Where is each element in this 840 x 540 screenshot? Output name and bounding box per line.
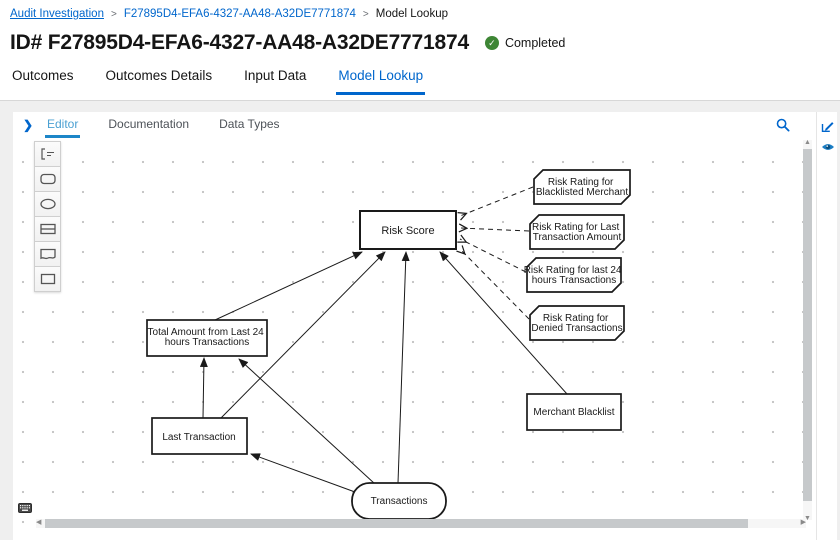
scroll-up-arrow-icon[interactable]: ▲ [804,139,811,146]
svg-text:Risk Rating for De: Risk Rating for Denied Transactions [531,313,622,334]
svg-text:Risk Rating for Last: Risk Rating for Last Transaction Amount [532,222,622,243]
diagram-nodes: Risk Score Risk Rating for Blacklisted M… [146,169,631,520]
svg-text:Risk Score: Risk Score [381,225,434,237]
edge-bkm-last-24h-to-risk-score[interactable] [460,239,527,273]
tab-model-lookup[interactable]: Model Lookup [336,64,426,95]
breadcrumb-link-audit-investigation[interactable]: Audit Investigation [10,8,104,20]
keyboard-shortcuts-icon[interactable] [18,500,32,518]
diagram-node-risk-score[interactable]: Risk Score [359,210,457,250]
vertical-scrollbar-thumb[interactable] [803,149,812,501]
horizontal-scrollbar[interactable]: ◀ ▶ [36,519,806,528]
diagram-node-transactions[interactable]: Transactions [351,482,447,520]
scroll-right-arrow-icon[interactable]: ▶ [800,519,806,526]
diagram-canvas[interactable]: Risk Score Risk Rating for Blacklisted M… [13,138,816,540]
tab-documentation[interactable]: Documentation [108,116,190,131]
shape-palette [34,141,61,292]
breadcrumb-separator: > [110,8,117,20]
search-icon[interactable] [776,118,790,137]
diagram-node-bkm-denied-transactions[interactable]: Risk Rating for Denied Transactions [529,305,625,341]
breadcrumb-link-execution-id[interactable]: F27895D4-EFA6-4327-AA48-A32DE7771874 [123,8,356,20]
header-divider [0,100,840,101]
edge-last-transaction-to-total-amount[interactable] [199,357,208,419]
decision-table-icon[interactable] [34,216,61,242]
tab-outcomes-details[interactable]: Outcomes Details [105,68,213,83]
diagram-node-bkm-last-transaction-amount[interactable]: Risk Rating for Last Transaction Amount [529,214,625,250]
horizontal-scrollbar-thumb[interactable] [45,519,748,528]
breadcrumb-separator: > [362,8,369,20]
svg-text:Last Transaction: Last Transaction [162,432,235,443]
model-editor-panel: ❯ Editor Documentation Data Types [13,112,837,540]
decision-icon[interactable] [34,266,61,292]
edit-icon[interactable] [821,120,834,138]
knowledge-source-icon[interactable] [34,241,61,267]
status-label: Completed [504,36,566,50]
diagram-node-bkm-last-24-hours[interactable]: Risk Rating for last 24 hours Transactio… [524,257,625,293]
scroll-left-arrow-icon[interactable]: ◀ [36,519,42,526]
tab-input-data[interactable]: Input Data [244,68,307,83]
scroll-down-arrow-icon[interactable]: ▼ [804,515,811,522]
diagram-node-bkm-blacklisted-merchant[interactable]: Risk Rating for Blacklisted Merchant [533,169,631,205]
edge-bkm-last-amount-to-risk-score[interactable] [460,228,530,231]
diagram-node-total-amount-last-24h[interactable]: Total Amount from Last 24 hours Transact… [146,319,268,357]
edge-total-amount-to-risk-score[interactable] [214,251,363,321]
vertical-scrollbar[interactable]: ▲ ▼ [803,139,812,522]
svg-text:Merchant Blacklist: Merchant Blacklist [533,407,614,418]
drd-diagram: Risk Score Risk Rating for Blacklisted M… [146,169,631,520]
tab-outcomes[interactable]: Outcomes [12,68,74,83]
page-tabs: Outcomes Outcomes Details Input Data Mod… [10,64,426,95]
edge-transactions-to-risk-score[interactable] [397,251,410,484]
status-badge: ✓ Completed [484,36,566,50]
decision-service-icon[interactable] [34,166,61,192]
edge-merchant-blacklist-to-risk-score[interactable] [439,251,568,395]
tab-data-types[interactable]: Data Types [219,116,280,131]
editor-right-rail [816,112,837,540]
editor-toolbar: ❯ Editor Documentation Data Types [13,112,816,138]
edge-bkm-blacklisted-to-risk-score[interactable] [460,186,534,216]
breadcrumb: Audit Investigation > F27895D4-EFA6-4327… [10,8,448,20]
edge-transactions-to-last-transaction[interactable] [250,453,356,493]
expand-chevron-icon[interactable]: ❯ [22,118,34,132]
svg-text:Risk Rating for Bl: Risk Rating for Blacklisted Merchant [536,177,628,198]
edge-transactions-to-total-amount[interactable] [238,358,376,485]
breadcrumb-current: Model Lookup [375,8,448,20]
svg-text:Risk Rating for last 24: Risk Rating for last 24 hours Transactio… [524,265,625,286]
diagram-edges [199,186,568,493]
page-title: ID# F27895D4-EFA6-4327-AA48-A32DE7771874 [10,31,469,54]
edge-last-transaction-to-risk-score[interactable] [220,251,386,419]
diagram-node-last-transaction[interactable]: Last Transaction [151,417,248,455]
svg-text:Total Amount from Last 24: Total Amount from Last 24 hours Transact… [148,327,267,348]
check-circle-icon: ✓ [484,36,499,50]
svg-text:Transactions: Transactions [371,496,428,507]
tab-editor[interactable]: Editor [45,112,81,138]
edge-bkm-denied-to-risk-score[interactable] [460,249,530,320]
editor-tabs: Editor Documentation Data Types [45,112,282,138]
diagram-node-merchant-blacklist[interactable]: Merchant Blacklist [526,393,622,431]
preview-eye-icon[interactable] [821,139,835,157]
